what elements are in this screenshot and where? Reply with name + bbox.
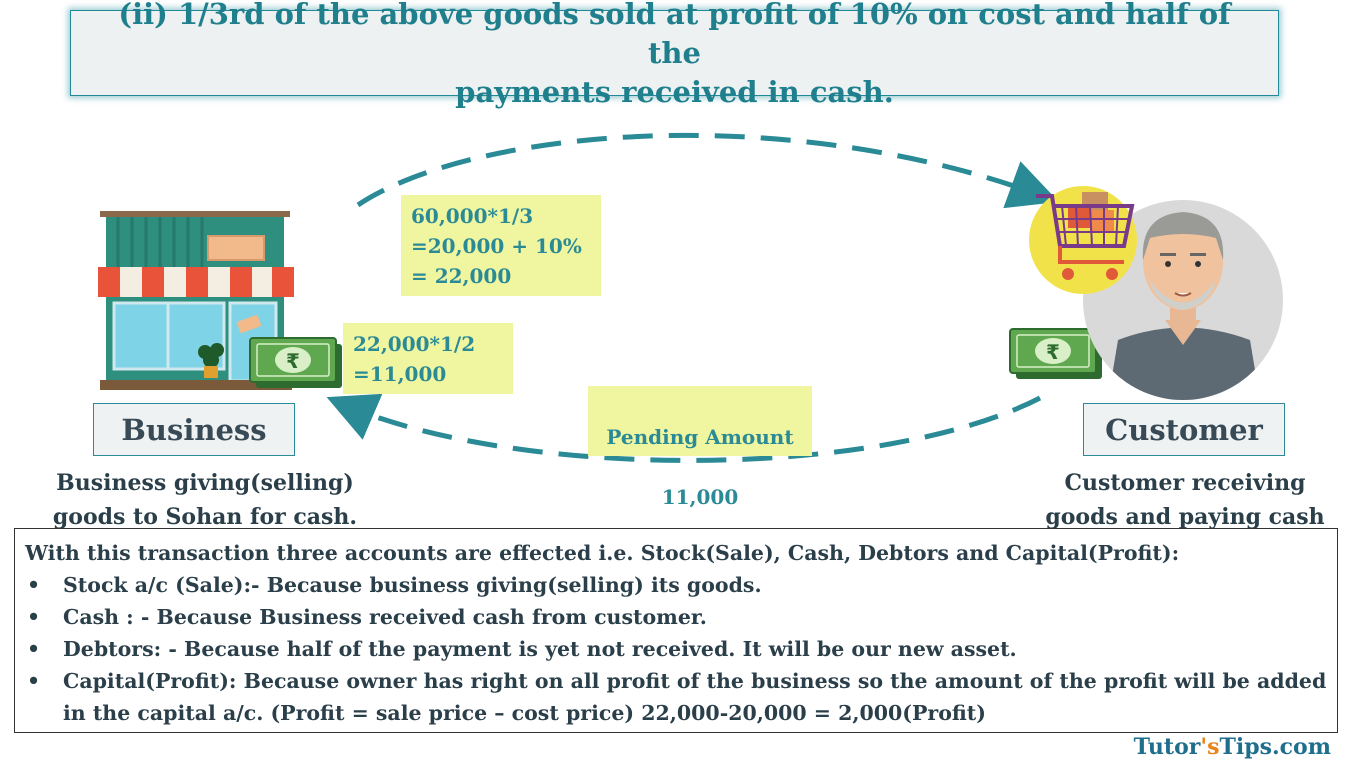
bullet-text-capital: Capital(Profit): Because owner has right…: [63, 669, 1327, 725]
explanation-intro: With this transaction three accounts are…: [25, 541, 1180, 565]
bullet-text-debtors: Debtors: - Because half of the payment i…: [63, 637, 1017, 661]
rupee-symbol: ₹: [286, 349, 300, 373]
business-label: Business: [93, 403, 295, 456]
goods-flow-arrow: [356, 132, 1059, 209]
cash-calculation-note: 22,000*1/2 =11,000: [343, 323, 513, 394]
customer-label: Customer: [1083, 403, 1285, 456]
rupee-symbol-customer: ₹: [1046, 340, 1060, 364]
pending-amount-title: Pending Amount: [606, 425, 794, 449]
brand-part-3: Tips.com: [1219, 734, 1331, 760]
bullet-text-cash: Cash : - Because Business received cash …: [63, 605, 707, 629]
bullet-text-stock: Stock a/c (Sale):- Because business givi…: [63, 573, 762, 597]
sale-calculation-note: 60,000*1/3 =20,000 + 10% = 22,000: [401, 195, 601, 296]
list-item: • Stock a/c (Sale):- Because business giv…: [25, 569, 1327, 601]
business-caption: Business giving(selling) goods to Sohan …: [52, 470, 358, 530]
bullet-marker: •: [27, 573, 41, 597]
explanation-list: • Stock a/c (Sale):- Because business giv…: [25, 569, 1327, 729]
brand-logo: Tutor'sTips.com: [1134, 734, 1331, 760]
page-title: (ii) 1/3rd of the above goods sold at pr…: [118, 0, 1231, 109]
brand-part-1: Tutor: [1133, 734, 1201, 760]
bullet-marker: •: [27, 637, 41, 661]
list-item: • Debtors: - Because half of the payment …: [25, 633, 1327, 665]
title-banner: (ii) 1/3rd of the above goods sold at pr…: [70, 0, 1279, 109]
list-item: • Cash : - Because Business received cash…: [25, 601, 1327, 633]
customer-caption: Customer receiving goods and paying cash: [1045, 470, 1325, 530]
cash-note-icon-customer: ₹: [1009, 328, 1102, 379]
pending-amount-value: 11,000: [661, 485, 739, 509]
bullet-marker: •: [27, 605, 41, 629]
bullet-marker: •: [27, 669, 41, 693]
shopping-cart-icon: [1029, 186, 1137, 294]
list-item: • Capital(Profit): Because owner has righ…: [25, 665, 1327, 729]
customer-avatar: [1083, 200, 1283, 400]
cash-flow-arrow: [326, 393, 1042, 463]
brand-part-2: 's: [1200, 734, 1220, 760]
pending-amount-note: Pending Amount 11,000: [588, 386, 812, 509]
cash-note-icon: ₹: [249, 337, 342, 388]
explanation-box: With this transaction three accounts are…: [14, 528, 1338, 733]
